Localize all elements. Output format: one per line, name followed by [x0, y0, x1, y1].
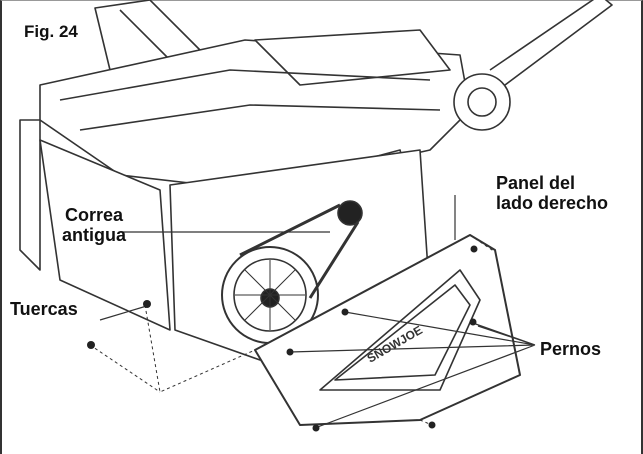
callout-old-belt-line2: antigua	[62, 225, 127, 245]
handle-knob	[453, 73, 511, 131]
callout-old-belt: Correa antigua	[62, 205, 126, 245]
bolt-1	[341, 308, 349, 316]
callout-right-panel-line2: lado derecho	[496, 193, 609, 213]
callout-right-panel: Panel del lado derecho	[496, 173, 608, 213]
old-belt	[239, 203, 360, 299]
bolt-3	[469, 318, 477, 326]
bolt-2	[286, 348, 294, 356]
nut-2	[87, 341, 95, 349]
auger-housing	[19, 119, 41, 271]
bolt-6	[470, 245, 478, 253]
callout-right-panel-line1: Panel del	[496, 173, 576, 193]
handle-bar	[489, 0, 613, 86]
nut-1	[143, 300, 151, 308]
callout-bolts: Pernos	[540, 339, 602, 359]
small-pulley	[337, 200, 363, 226]
callout-nuts: Tuercas	[10, 299, 78, 319]
callout-old-belt-line1: Correa	[64, 205, 124, 225]
bolt-4	[312, 424, 320, 432]
figure-label: Fig. 24	[24, 22, 78, 41]
bolt-5	[428, 421, 436, 429]
